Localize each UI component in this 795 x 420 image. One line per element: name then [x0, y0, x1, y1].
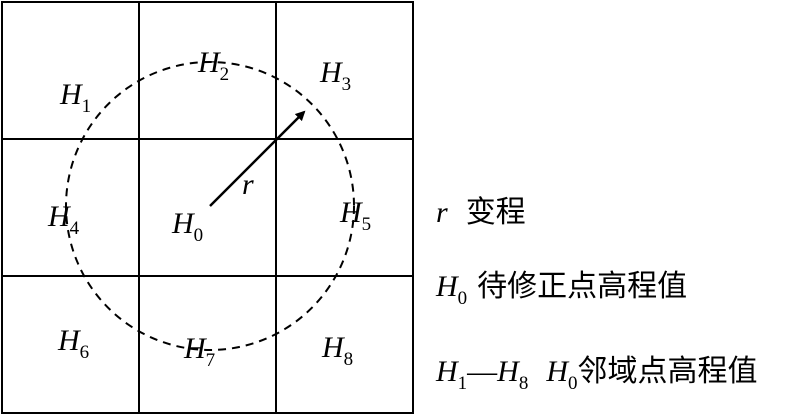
label-h8: H8	[321, 331, 353, 370]
label-h3: H3	[319, 56, 351, 95]
radius-arrow	[209, 110, 306, 207]
label-h0: H0	[171, 207, 203, 246]
label-h1: H1	[59, 78, 91, 117]
label-h6: H6	[57, 324, 89, 363]
label-h4: H4	[47, 200, 80, 239]
label-h5: H5	[339, 196, 371, 235]
grid	[1, 1, 414, 414]
radius-label: r	[242, 168, 254, 201]
label-h2: H2	[197, 46, 229, 85]
range-circle	[65, 61, 355, 351]
label-h7: H7	[183, 332, 215, 371]
grid-border	[1, 1, 414, 414]
